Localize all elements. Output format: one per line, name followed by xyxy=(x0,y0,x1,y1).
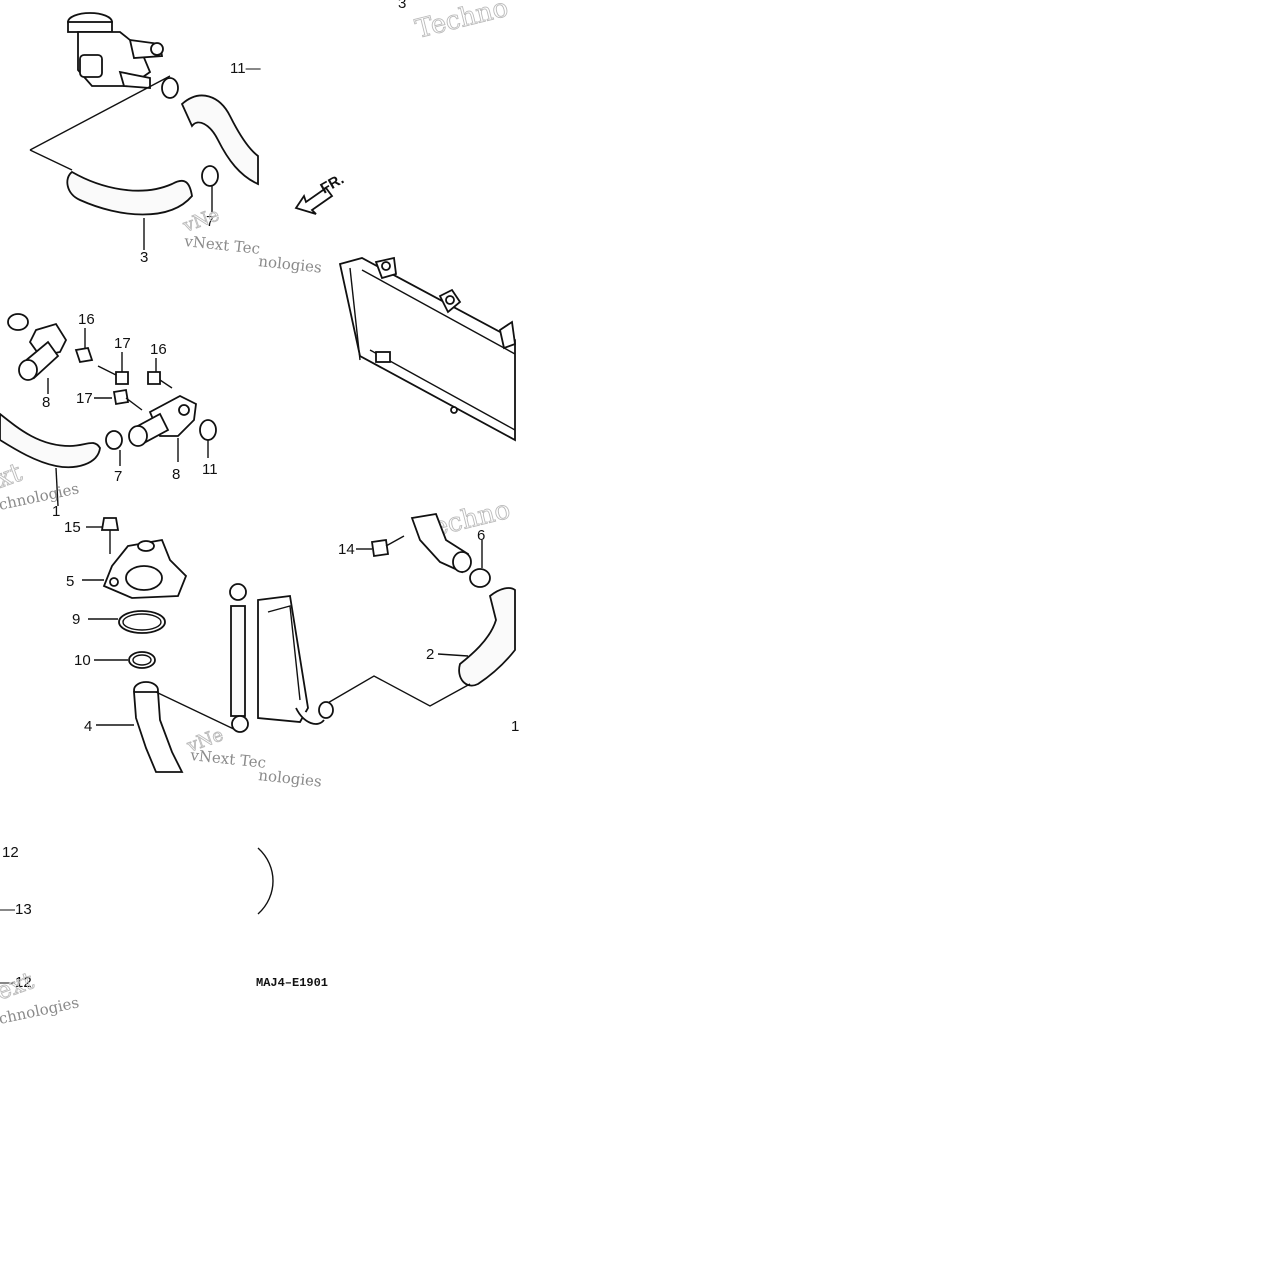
front-arrow: FR. xyxy=(294,171,347,215)
overflow-tube xyxy=(229,583,249,733)
bolt-17b xyxy=(94,388,143,411)
reserve-tank-edge xyxy=(257,847,274,915)
callout-13: —13 xyxy=(0,901,32,918)
o-ring-9 xyxy=(118,610,166,634)
callout-17: 17 xyxy=(76,390,93,407)
callout-7: 7 xyxy=(114,468,122,485)
o-ring xyxy=(7,313,29,331)
radiator-lower xyxy=(257,594,325,725)
callout-2: 2 xyxy=(426,646,434,663)
bolt-17a xyxy=(97,352,129,385)
hose-clamp xyxy=(105,430,123,450)
tile-top-left: 7 3 vNe vNext Tec xyxy=(29,12,261,266)
watermark: vNext Tec xyxy=(183,232,261,258)
water-pipe-4 xyxy=(133,681,184,773)
tile-bottom-left: 15 5 9 10 4 vNe xyxy=(64,517,267,773)
watermark: xt xyxy=(0,458,27,495)
callout-12: —12 xyxy=(0,974,32,991)
hose-1 xyxy=(0,412,101,469)
water-pipe-joint-8b xyxy=(128,394,197,447)
callout-14: 14 xyxy=(338,541,355,558)
filler-neck-cap xyxy=(67,12,164,89)
callout-5: 5 xyxy=(66,573,74,590)
callout-10: 10 xyxy=(74,652,91,669)
watermark: vNext Tec xyxy=(189,746,267,772)
bolt-16b xyxy=(147,358,173,389)
tile-lowest: 12 —13 —12 ext chnologies MAJ4–E1901 xyxy=(0,844,328,1028)
callout-16: 16 xyxy=(150,341,167,358)
watermark: nologies xyxy=(258,252,323,277)
thermostat-cover-5 xyxy=(102,538,188,599)
hose-3 xyxy=(66,170,193,216)
o-ring xyxy=(199,419,217,441)
hose-clamp xyxy=(161,77,219,187)
bolt-14 xyxy=(370,535,405,558)
callout-3: 3 xyxy=(140,249,148,266)
callout-11: 11 xyxy=(202,461,218,478)
callout-11: 11— xyxy=(230,60,261,77)
hose-clamp-6 xyxy=(469,568,491,588)
bolt-16a xyxy=(74,328,94,364)
callout-15: 15 xyxy=(64,519,81,536)
hose-upper xyxy=(180,94,259,186)
callout-8: 8 xyxy=(172,466,180,483)
watermark: nologies xyxy=(258,766,323,791)
callout-16: 16 xyxy=(78,311,95,328)
callout-6: 6 xyxy=(477,527,485,544)
drawing-code: MAJ4–E1901 xyxy=(256,976,328,990)
hose-2 xyxy=(458,587,516,687)
callout-9: 9 xyxy=(72,611,80,628)
callout-3: 3 xyxy=(398,0,406,12)
tile-mid-left: nologies 8 16 17 16 xyxy=(0,252,323,520)
callout-1: 1 xyxy=(52,503,60,520)
hose-clamp xyxy=(318,701,334,719)
bolt-15 xyxy=(100,517,120,554)
callout-4: 4 xyxy=(84,718,92,735)
callout-12: 12 xyxy=(2,844,19,861)
callout-7: 7 xyxy=(206,213,214,230)
tile-bottom-right: Techno 14 6 2 1 nologies xyxy=(257,494,519,791)
watermark: Techno xyxy=(412,0,511,45)
callout-edge: 1 xyxy=(511,718,519,735)
callout-8: 8 xyxy=(42,394,50,411)
water-pipe-joint-8a xyxy=(18,322,68,381)
radiator xyxy=(338,256,516,442)
watermark: ext xyxy=(0,966,38,1005)
callout-17: 17 xyxy=(114,335,131,352)
tile-top-right: 3 11— Techno FR. xyxy=(230,0,512,215)
